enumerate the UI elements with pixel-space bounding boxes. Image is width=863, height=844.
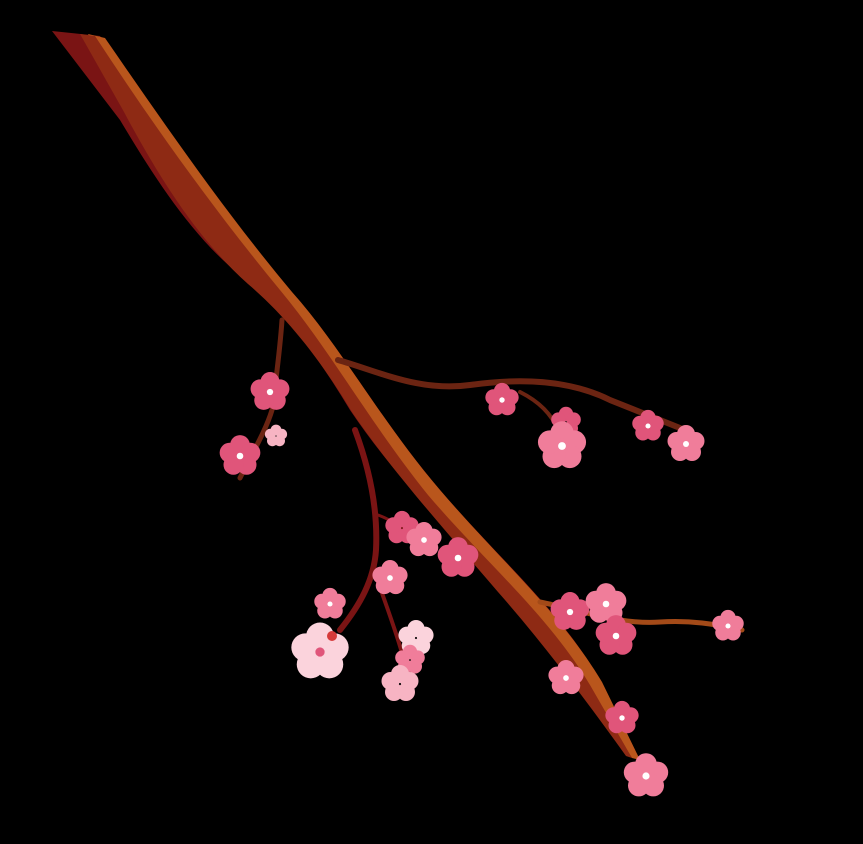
blossom — [219, 435, 261, 475]
branch — [52, 31, 745, 760]
twig-upper-right — [335, 357, 683, 431]
blossom — [437, 537, 479, 577]
blossom — [667, 425, 705, 461]
main-branch-mid — [80, 34, 632, 758]
blossom — [548, 659, 584, 695]
blossom — [605, 700, 639, 734]
blossom — [585, 583, 627, 623]
blossom — [372, 559, 408, 595]
blossom — [291, 622, 349, 679]
blossoms — [219, 372, 744, 797]
blossom — [632, 409, 664, 441]
blossom — [712, 609, 744, 641]
twig-middle — [337, 427, 380, 633]
blossom — [537, 421, 587, 469]
blossom — [485, 382, 519, 416]
blossom — [623, 753, 669, 797]
blossom — [314, 587, 346, 619]
blossom — [595, 615, 637, 655]
bud — [327, 631, 337, 641]
blossom — [406, 521, 442, 557]
blossom — [250, 372, 290, 410]
blossom — [550, 592, 590, 630]
